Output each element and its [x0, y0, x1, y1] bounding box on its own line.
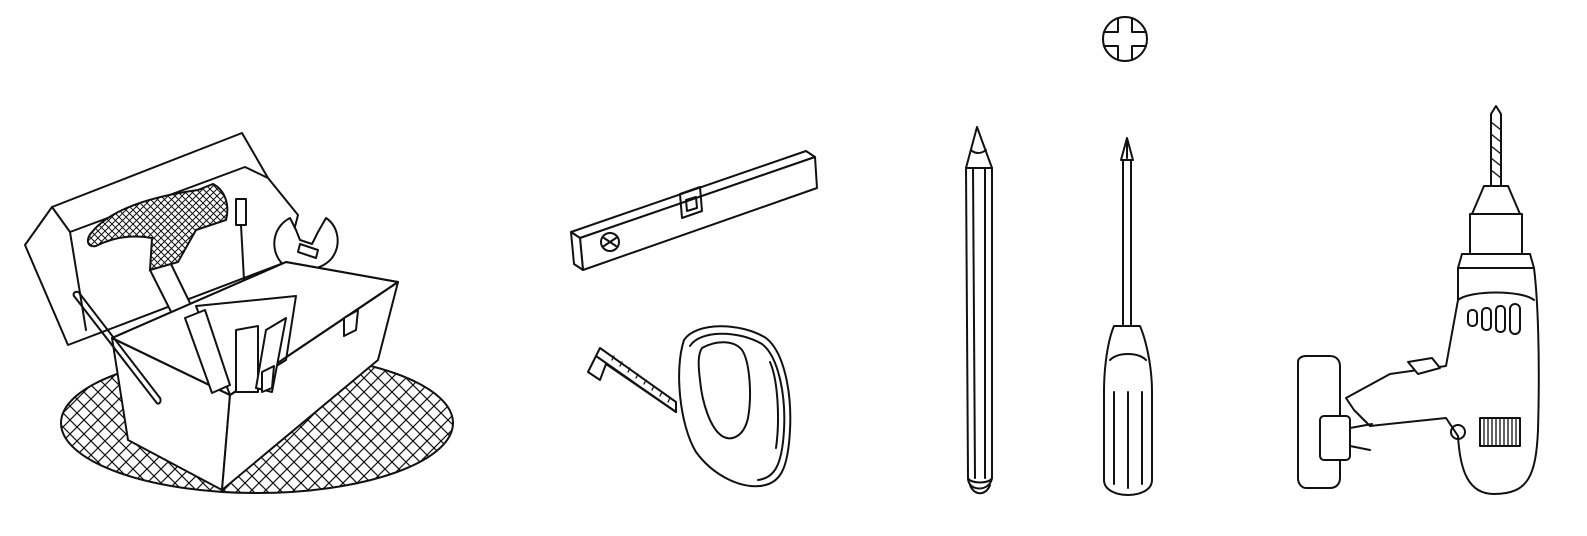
tape-measure-icon [587, 325, 792, 488]
toolbox-screwdriver [235, 198, 247, 281]
screwdriver-icon [1103, 137, 1153, 496]
phillips-head-icon [1102, 16, 1148, 62]
pencil-icon [965, 126, 993, 495]
toolbox-icon [24, 132, 454, 494]
spirit-level-icon [570, 150, 818, 271]
power-drill-icon [1297, 105, 1540, 495]
